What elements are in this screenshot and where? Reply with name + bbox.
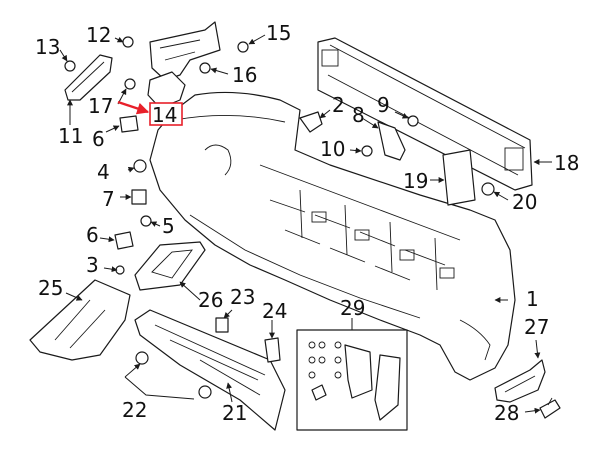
reinforcement-beam-part [317,37,533,191]
callout-28: 28 [494,401,519,425]
callout-9: 9 [377,93,390,117]
callout-6: 6 [86,223,99,247]
callout-4: 4 [97,160,110,184]
callout-19: 19 [403,169,428,193]
callout-23: 23 [230,285,255,309]
callout-6b: 6 [92,127,105,151]
mud-flap-kit-part [296,329,408,431]
callout-22: 22 [122,398,147,422]
callout-12: 12 [86,23,111,47]
callout-8: 8 [352,103,365,127]
bumper-cover-part [149,91,516,381]
callout-13: 13 [35,35,60,59]
callout-24: 24 [262,299,287,323]
callout-27: 27 [524,315,549,339]
highlight-arrow [117,100,150,115]
callout-18: 18 [554,151,579,175]
callout-3: 3 [86,253,99,277]
callout-2: 2 [332,93,345,117]
callout-1: 1 [526,287,539,311]
callout-16: 16 [232,63,257,87]
callout-11: 11 [58,124,83,148]
callout-5: 5 [162,214,175,238]
leader-lines [59,34,552,414]
lower-parts [29,241,286,431]
upper-bracket-parts [64,21,249,109]
callout-17: 17 [88,94,113,118]
callout-14: 14 [152,103,177,127]
highlight-part-14 [117,100,183,126]
callout-25: 25 [38,276,63,300]
splash-guard-part [494,359,546,403]
callout-10: 10 [320,137,345,161]
callout-21: 21 [222,401,247,425]
callout-26: 26 [198,288,223,312]
clip-parts [114,111,495,275]
callout-29: 29 [340,296,365,320]
sensor-part [539,397,561,419]
callout-numbers: 1 2 3 4 5 6 6 7 8 9 10 11 12 13 14 15 16… [35,21,579,425]
callout-20: 20 [512,190,537,214]
highlight-box [149,102,183,126]
callout-15: 15 [266,21,291,45]
callout-7: 7 [102,187,115,211]
